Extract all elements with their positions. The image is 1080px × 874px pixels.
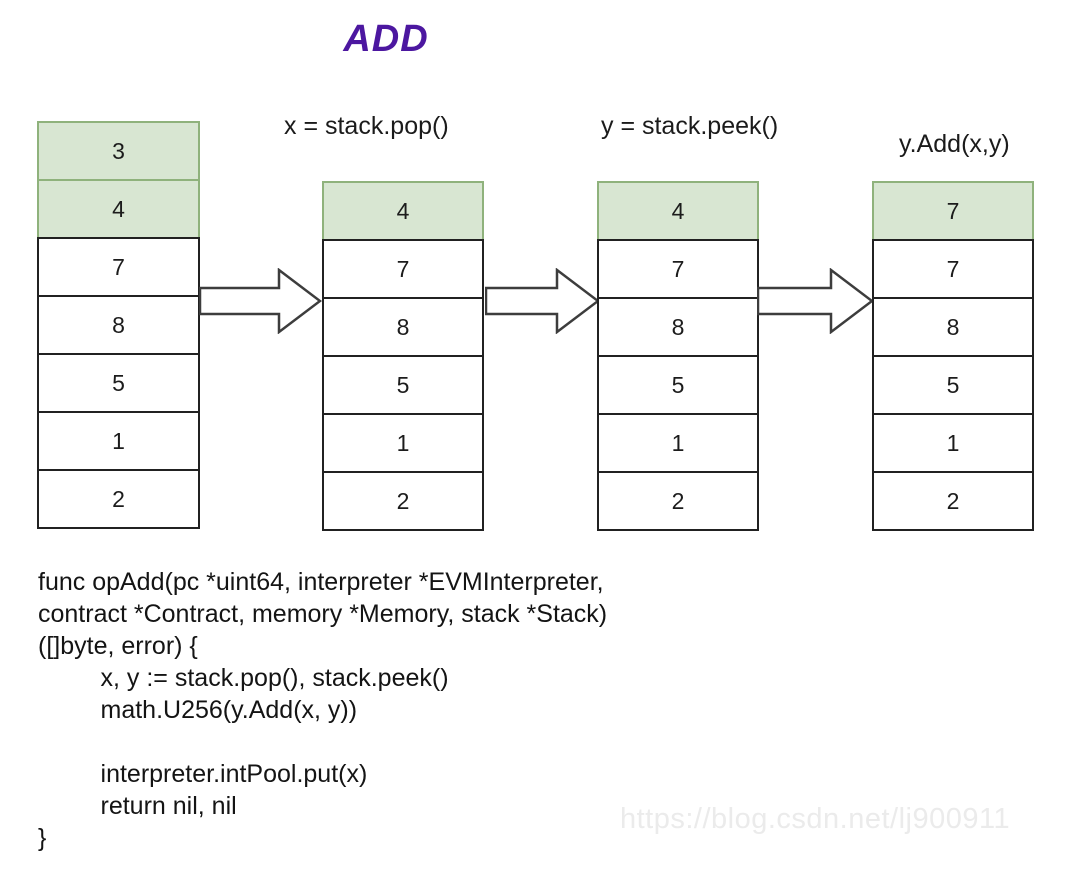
stack-cell: 7 [322,239,484,299]
stack-cell: 5 [322,355,484,415]
stack-cell: 2 [872,471,1034,531]
stack-cell: 3 [37,121,200,181]
step-label-add: y.Add(x,y) [899,130,1010,158]
stack-cell: 1 [597,413,759,473]
diagram-title: ADD [343,18,429,60]
stack-cell: 4 [37,179,200,239]
step-label-peek: y = stack.peek() [601,112,779,140]
stack-cell: 7 [872,181,1034,241]
stack-cell: 8 [322,297,484,357]
stack-cell: 1 [872,413,1034,473]
stack-cell: 7 [37,237,200,297]
watermark: https://blog.csdn.net/lj900911 [620,803,1011,835]
block-arrow-icon [485,268,600,334]
block-arrow-icon [199,268,322,334]
result-stack: 7 7 8 5 1 2 [872,181,1034,531]
stack-cell: 2 [322,471,484,531]
step-label-pop: x = stack.pop() [284,112,449,140]
stack-after-peek: 4 7 8 5 1 2 [597,181,759,531]
stack-cell: 7 [872,239,1034,299]
stack-cell: 4 [597,181,759,241]
stack-cell: 8 [37,295,200,355]
stack-cell: 8 [872,297,1034,357]
stack-cell: 1 [322,413,484,473]
stack-cell: 5 [37,353,200,413]
block-arrow-icon [757,268,874,334]
stack-cell: 1 [37,411,200,471]
stack-cell: 7 [597,239,759,299]
stack-initial: 3 4 7 8 5 1 2 [37,121,200,529]
stack-cell: 8 [597,297,759,357]
code-block: func opAdd(pc *uint64, interpreter *EVMI… [38,568,608,852]
stack-cell: 5 [597,355,759,415]
stack-cell: 5 [872,355,1034,415]
stack-cell: 4 [322,181,484,241]
stack-after-pop: 4 7 8 5 1 2 [322,181,484,531]
stack-cell: 2 [37,469,200,529]
stack-cell: 2 [597,471,759,531]
